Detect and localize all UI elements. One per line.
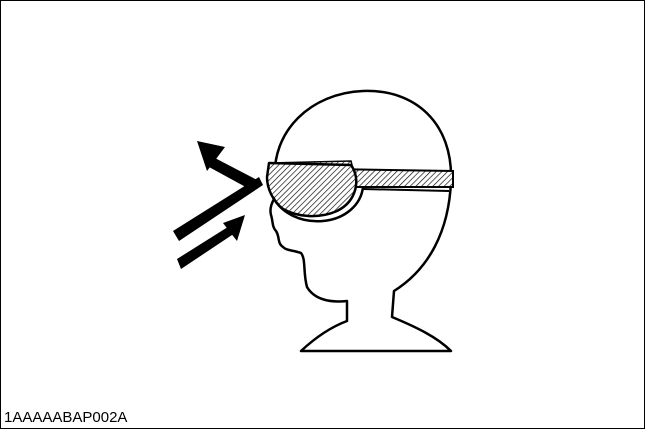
head-profile-icon [270,91,451,351]
figure-code: 1AAAAABAP002A [4,409,127,427]
deflected-arrows-icon [173,141,263,269]
